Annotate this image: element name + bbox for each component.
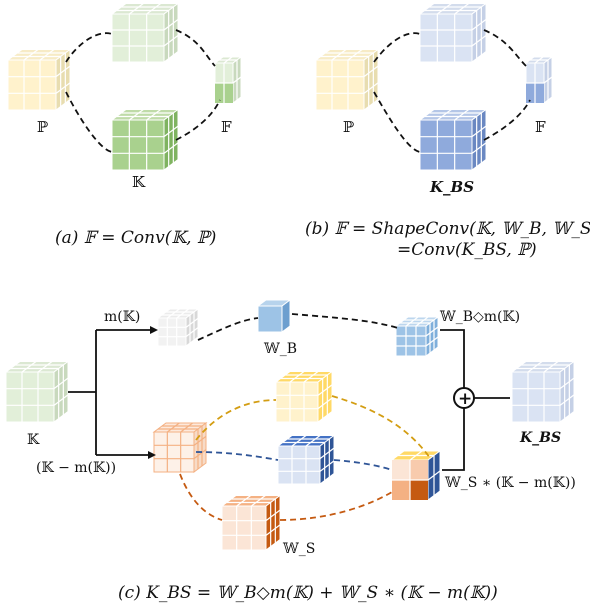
plus-circle (453, 387, 475, 409)
connector-layer (65, 29, 531, 521)
conn-b-4 (483, 99, 531, 141)
conn-orange-2 (279, 491, 393, 521)
label-P-b: ℙ (343, 118, 355, 136)
sum-lines (440, 329, 510, 471)
caption-a: (a) 𝔽 = Conv(𝕂, ℙ) (55, 228, 216, 248)
cube-WS-star (390, 450, 442, 501)
label-WS-star: 𝕎_S ∗ (𝕂 − m(𝕂)) (444, 475, 576, 491)
cube-WS-gold (274, 370, 334, 423)
label-F-b: 𝔽 (535, 118, 546, 136)
conn-b-2 (483, 29, 527, 67)
cube-top-b (418, 2, 488, 63)
conn-b-3 (373, 91, 421, 153)
label-Kbs-c: K_BS (519, 430, 561, 446)
conn-gold-1 (195, 399, 277, 441)
label-F-a: 𝔽 (221, 118, 232, 136)
conn-gold-2 (331, 395, 431, 459)
cube-WB-mK (394, 316, 440, 357)
label-WS: 𝕎_S (282, 541, 315, 557)
plus-sign: + (458, 389, 472, 409)
cube-WB (256, 299, 292, 333)
conn-orange-1 (179, 473, 223, 521)
conn-a-3 (65, 91, 113, 153)
arrow-mK (150, 326, 158, 334)
caption-c: (c) K_BS = 𝕎_B◇m(𝕂) + 𝕎_S ∗ (𝕂 − m(𝕂)) (118, 583, 498, 603)
label-K-minus-mK: (𝕂 − m(𝕂)) (36, 460, 116, 476)
cube-WS-blue (276, 434, 336, 485)
conn-b-1 (373, 32, 421, 63)
caption-b-line1: (b) 𝔽 = ShapeConv(𝕂, 𝕎_B, 𝕎_S, ℙ) (305, 219, 590, 239)
conn-WB-WBmK (291, 313, 399, 329)
label-K-c: 𝕂 (27, 432, 40, 448)
branch-lines (68, 329, 150, 456)
conn-blue-2 (333, 459, 393, 471)
cube-top-a (110, 2, 180, 63)
label-WB: 𝕎_B (263, 341, 297, 357)
conn-a-4 (175, 99, 221, 141)
cube-F-a (213, 56, 243, 104)
cube-K-c (4, 360, 70, 423)
cube-F-b (524, 56, 554, 104)
conn-a-2 (175, 29, 216, 67)
arrow-K-minus (148, 451, 156, 459)
cube-P-a (6, 48, 72, 111)
label-WB-mK: 𝕎_B◇m(𝕂) (439, 309, 520, 325)
conn-a-1 (65, 32, 113, 63)
label-mK: m(𝕂) (104, 309, 140, 325)
cube-K-a (110, 108, 180, 171)
cube-WS-orange (220, 494, 282, 551)
cube-mK (156, 308, 200, 347)
label-K-a: 𝕂 (132, 173, 146, 191)
cube-P-b (314, 48, 380, 111)
conn-blue-1 (195, 451, 279, 461)
label-Kbs-b: K_BS (429, 178, 474, 196)
cube-K-minus (152, 422, 208, 473)
caption-b-line2: =Conv(K_BS, ℙ) (397, 240, 537, 260)
cube-layer (4, 2, 576, 551)
cube-Kbs-c (510, 360, 576, 423)
conn-mK-WB (197, 317, 259, 341)
label-P-a: ℙ (37, 118, 49, 136)
cube-K-b (418, 108, 488, 171)
